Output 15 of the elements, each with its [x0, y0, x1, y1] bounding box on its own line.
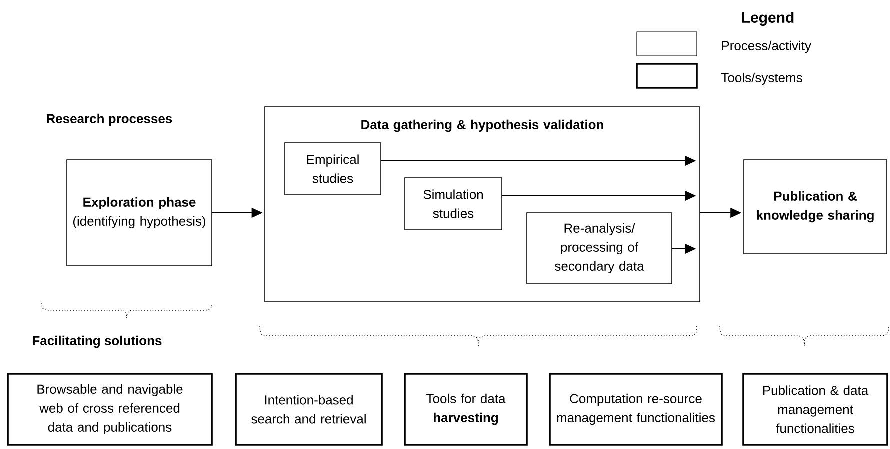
tool-box: Publication & data management functionalities — [742, 373, 888, 446]
process-box: Re-analysis/ processing of secondary data — [526, 212, 672, 284]
tool-box: Computation re-source management functionalities — [549, 373, 723, 446]
process-box: Empirical studies — [284, 142, 382, 196]
tool-box: Intention-based search and retrieval — [235, 373, 383, 446]
legend-label: Tools/systems — [722, 72, 802, 86]
legend-label: Process/activity — [722, 40, 812, 54]
legend-title: Legend — [742, 12, 794, 26]
process-box: Simulation studies — [404, 178, 502, 230]
process-box: Exploration phase (identifying hypothesis) — [66, 160, 212, 266]
section-heading: Facilitating solutions — [33, 336, 162, 348]
process-box: Publication & knowledge sharing — [744, 160, 888, 254]
section-heading: Research processes — [47, 114, 172, 126]
tool-box: Tools for data harvesting — [404, 373, 528, 446]
tool-box: Browsable and navigable web of cross referenced data and publications — [7, 373, 213, 446]
